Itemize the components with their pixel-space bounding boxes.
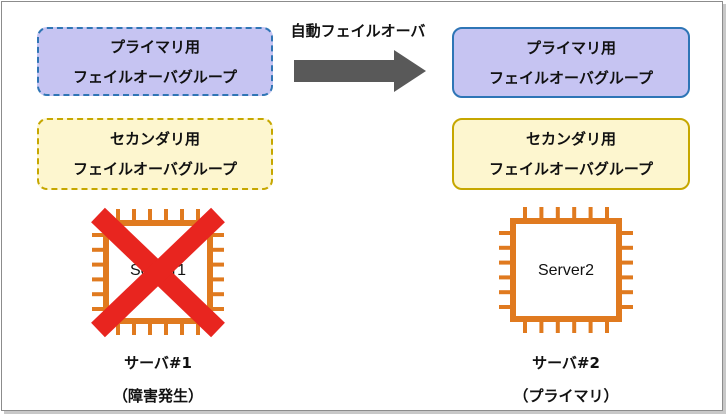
right-secondary-group-line1: セカンダリ用 [525,130,616,148]
right-secondary-group-line2: フェイルオーバグループ [489,160,653,178]
left-secondary-failover-group: セカンダリ用 フェイルオーバグループ [37,118,273,190]
server-chip-icon-right [499,207,633,333]
left-secondary-group-line1: セカンダリ用 [109,130,200,148]
left-server-status: （障害発生） [112,387,203,405]
right-primary-group-line1: プライマリ用 [525,38,616,57]
left-primary-group-line1: プライマリ用 [109,37,200,56]
failure-cross-icon [91,207,225,338]
right-server-name: サーバ#2 [532,354,600,372]
server-chip-icon-left [92,209,224,335]
left-server-name: サーバ#1 [124,354,192,372]
right-server-chip-label: Server2 [537,262,595,279]
arrow-label: 自動フェイルオーバ [290,22,426,40]
failover-arrow-icon [294,50,426,92]
right-primary-failover-group: プライマリ用 フェイルオーバグループ [452,27,690,98]
left-primary-group-line2: フェイルオーバグループ [73,67,237,86]
right-server-status: （プライマリ） [513,387,619,405]
chip-body [103,220,213,324]
left-primary-failover-group: プライマリ用 フェイルオーバグループ [37,27,273,96]
right-secondary-failover-group: セカンダリ用 フェイルオーバグループ [452,118,690,190]
left-secondary-group-line2: フェイルオーバグループ [73,160,237,178]
right-primary-group-line2: フェイルオーバグループ [489,68,653,87]
chip-body [510,218,622,322]
